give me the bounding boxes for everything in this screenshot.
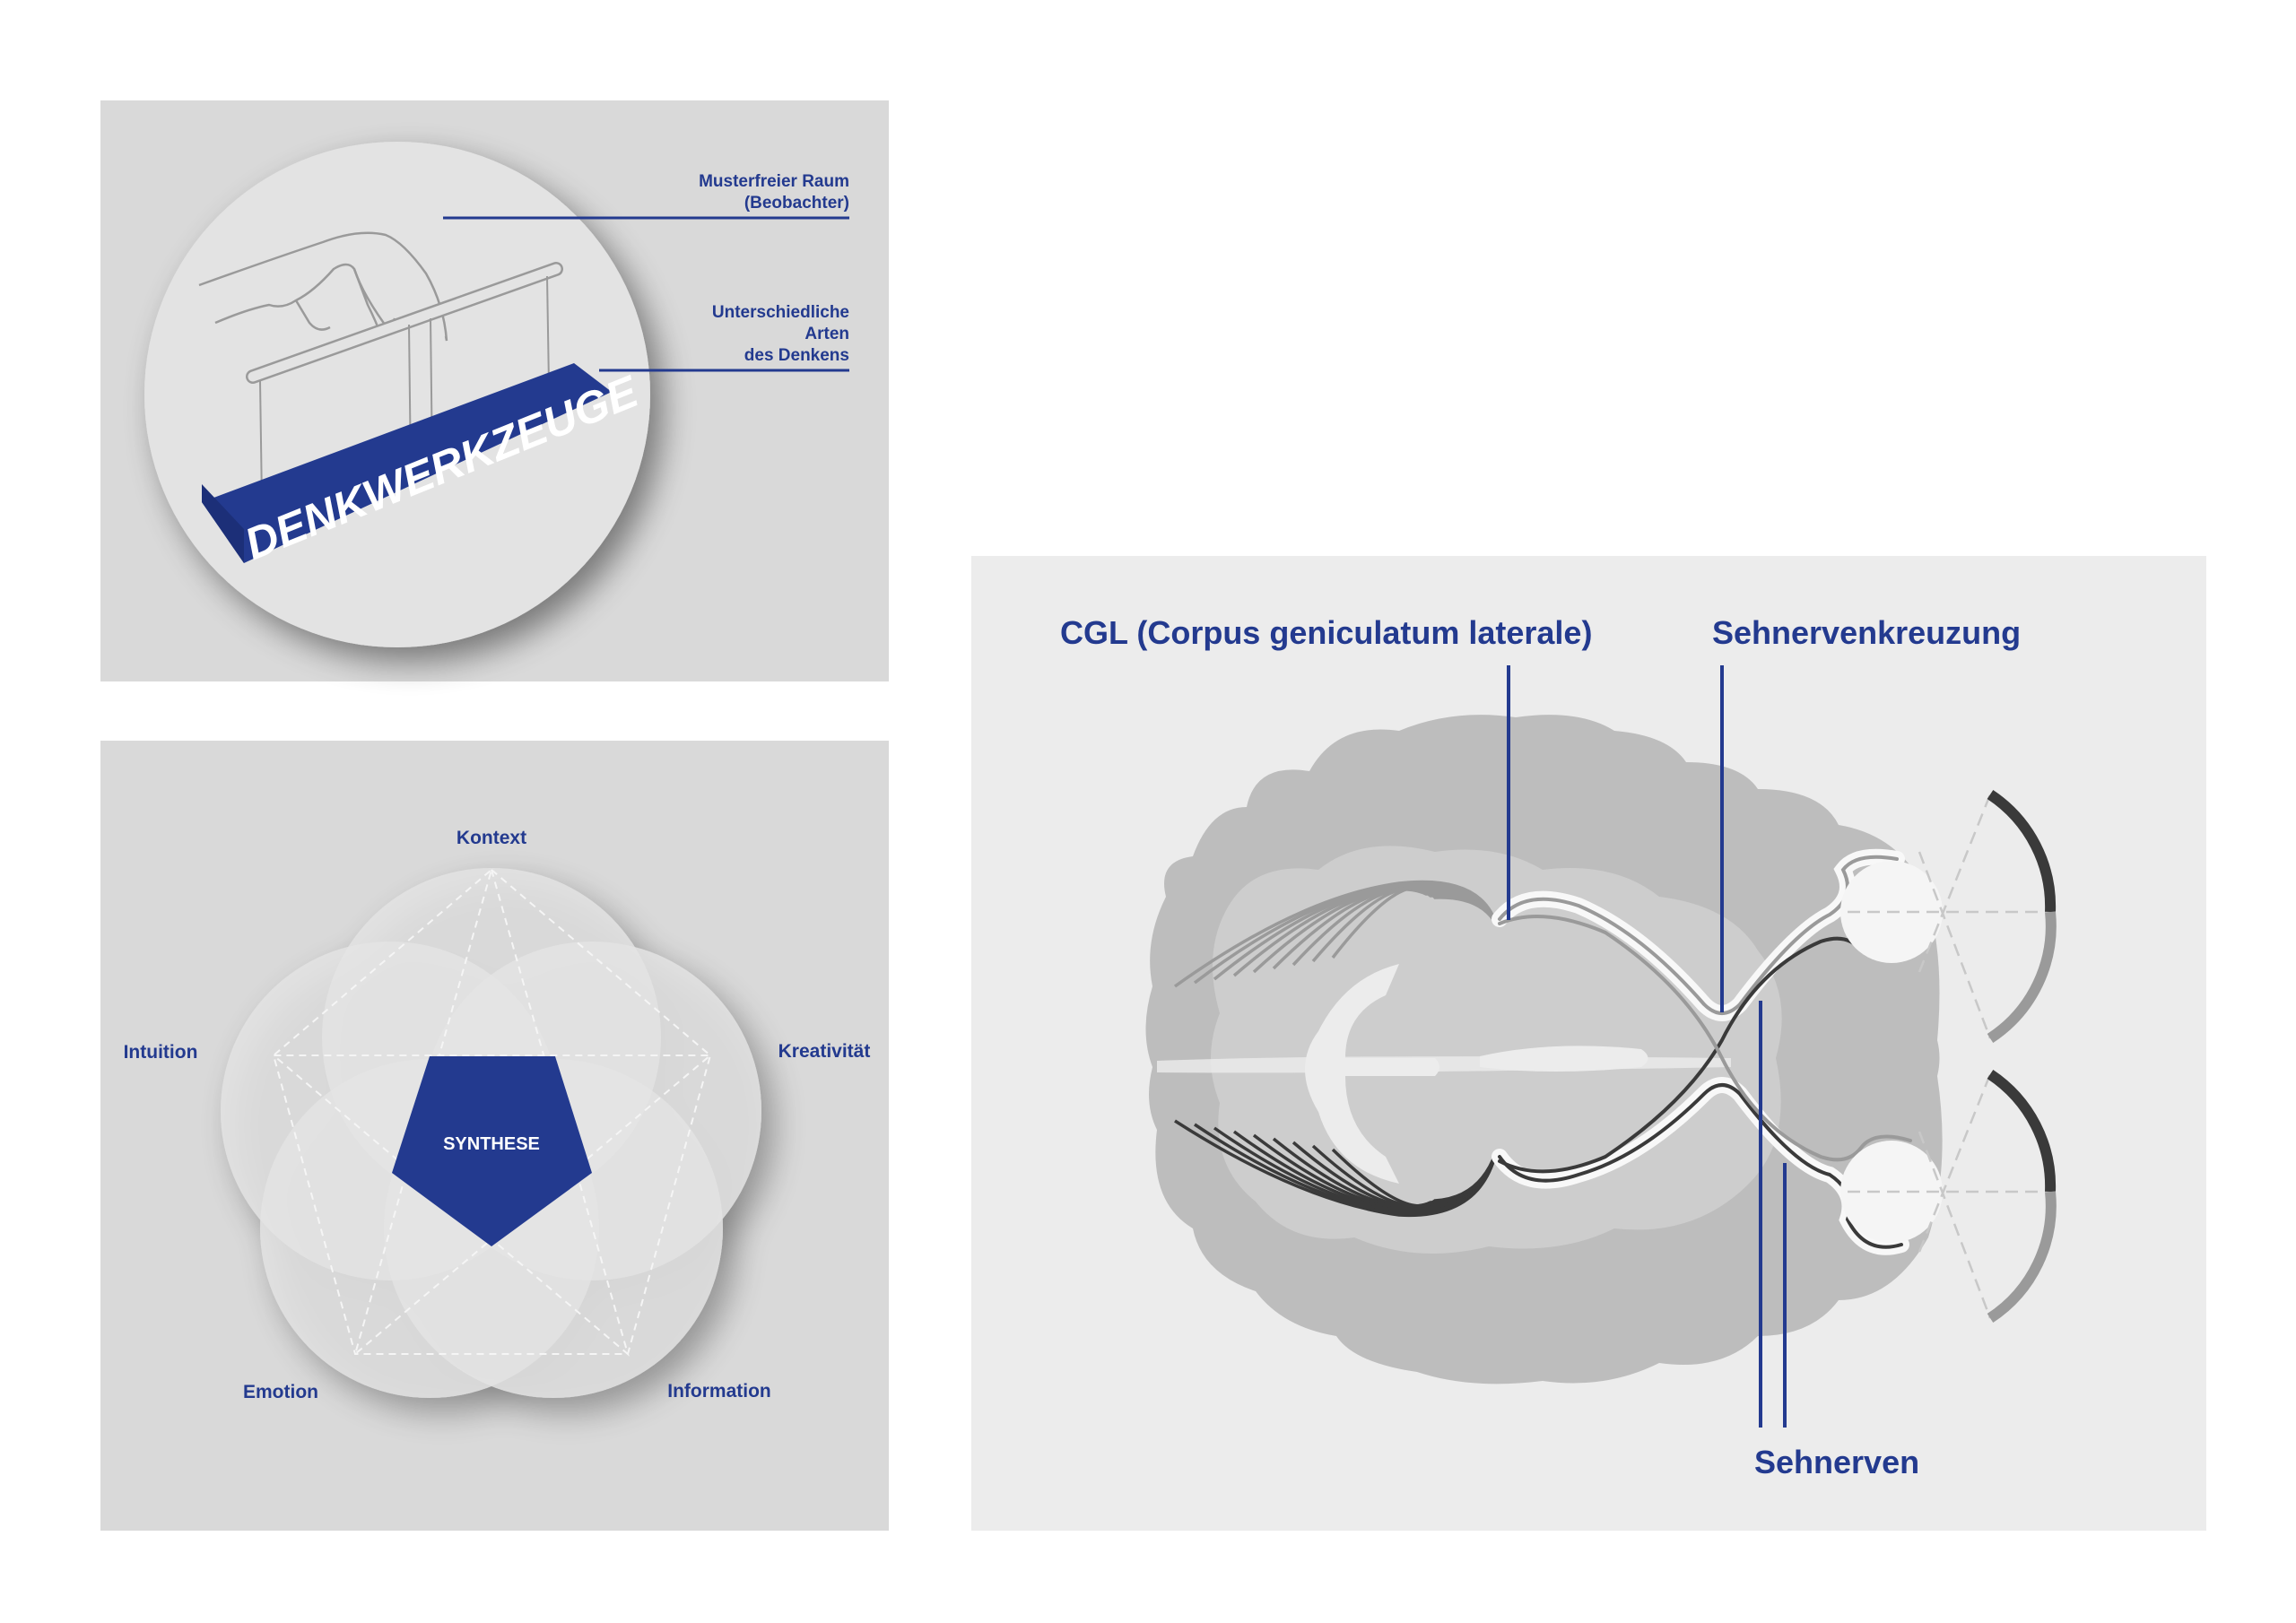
synthesis-label: SYNTHESE	[443, 1134, 540, 1154]
puppet-illustration: DENKWERKZEUGE	[144, 142, 650, 647]
svg-text:Musterfreier Raum: Musterfreier Raum	[699, 172, 849, 191]
label-kreativitaet: Kreativität	[778, 1041, 871, 1062]
label-chiasm: Sehnervenkreuzung	[1712, 614, 2021, 651]
puppet-bar	[246, 262, 563, 384]
svg-text:Arten: Arten	[804, 325, 849, 343]
svg-text:(Beobachter): (Beobachter)	[744, 194, 849, 213]
eyes	[1840, 790, 2057, 1324]
leader-lines	[1507, 665, 1787, 1428]
fiber	[1331, 885, 1498, 959]
visual-radiation-lower	[1174, 1119, 1498, 1218]
synthesis-pentagon	[392, 1056, 592, 1246]
visual-radiation-upper	[1173, 880, 1498, 988]
observer-label: Musterfreier Raum (Beobachter)	[443, 172, 849, 220]
label-information: Information	[667, 1381, 771, 1402]
label-cgl: CGL (Corpus geniculatum laterale)	[1060, 614, 1592, 651]
visual-field-arc	[1987, 790, 2057, 913]
fiber	[1331, 1148, 1498, 1208]
svg-text:des Denkens: des Denkens	[744, 346, 849, 365]
label-kontext: Kontext	[457, 828, 526, 848]
label-optic-nerves: Sehnerven	[1754, 1444, 1919, 1480]
synthesis-venn: SYNTHESE	[221, 868, 761, 1398]
brain-diagram	[1145, 665, 2057, 1428]
label-emotion: Emotion	[243, 1382, 318, 1402]
visual-field-arc	[1987, 1070, 2057, 1193]
svg-text:Unterschiedliche: Unterschiedliche	[712, 303, 849, 322]
thinking-types-label: Unterschiedliche Arten des Denkens	[599, 303, 849, 372]
star-guides	[272, 868, 712, 1355]
label-intuition: Intuition	[124, 1042, 198, 1063]
